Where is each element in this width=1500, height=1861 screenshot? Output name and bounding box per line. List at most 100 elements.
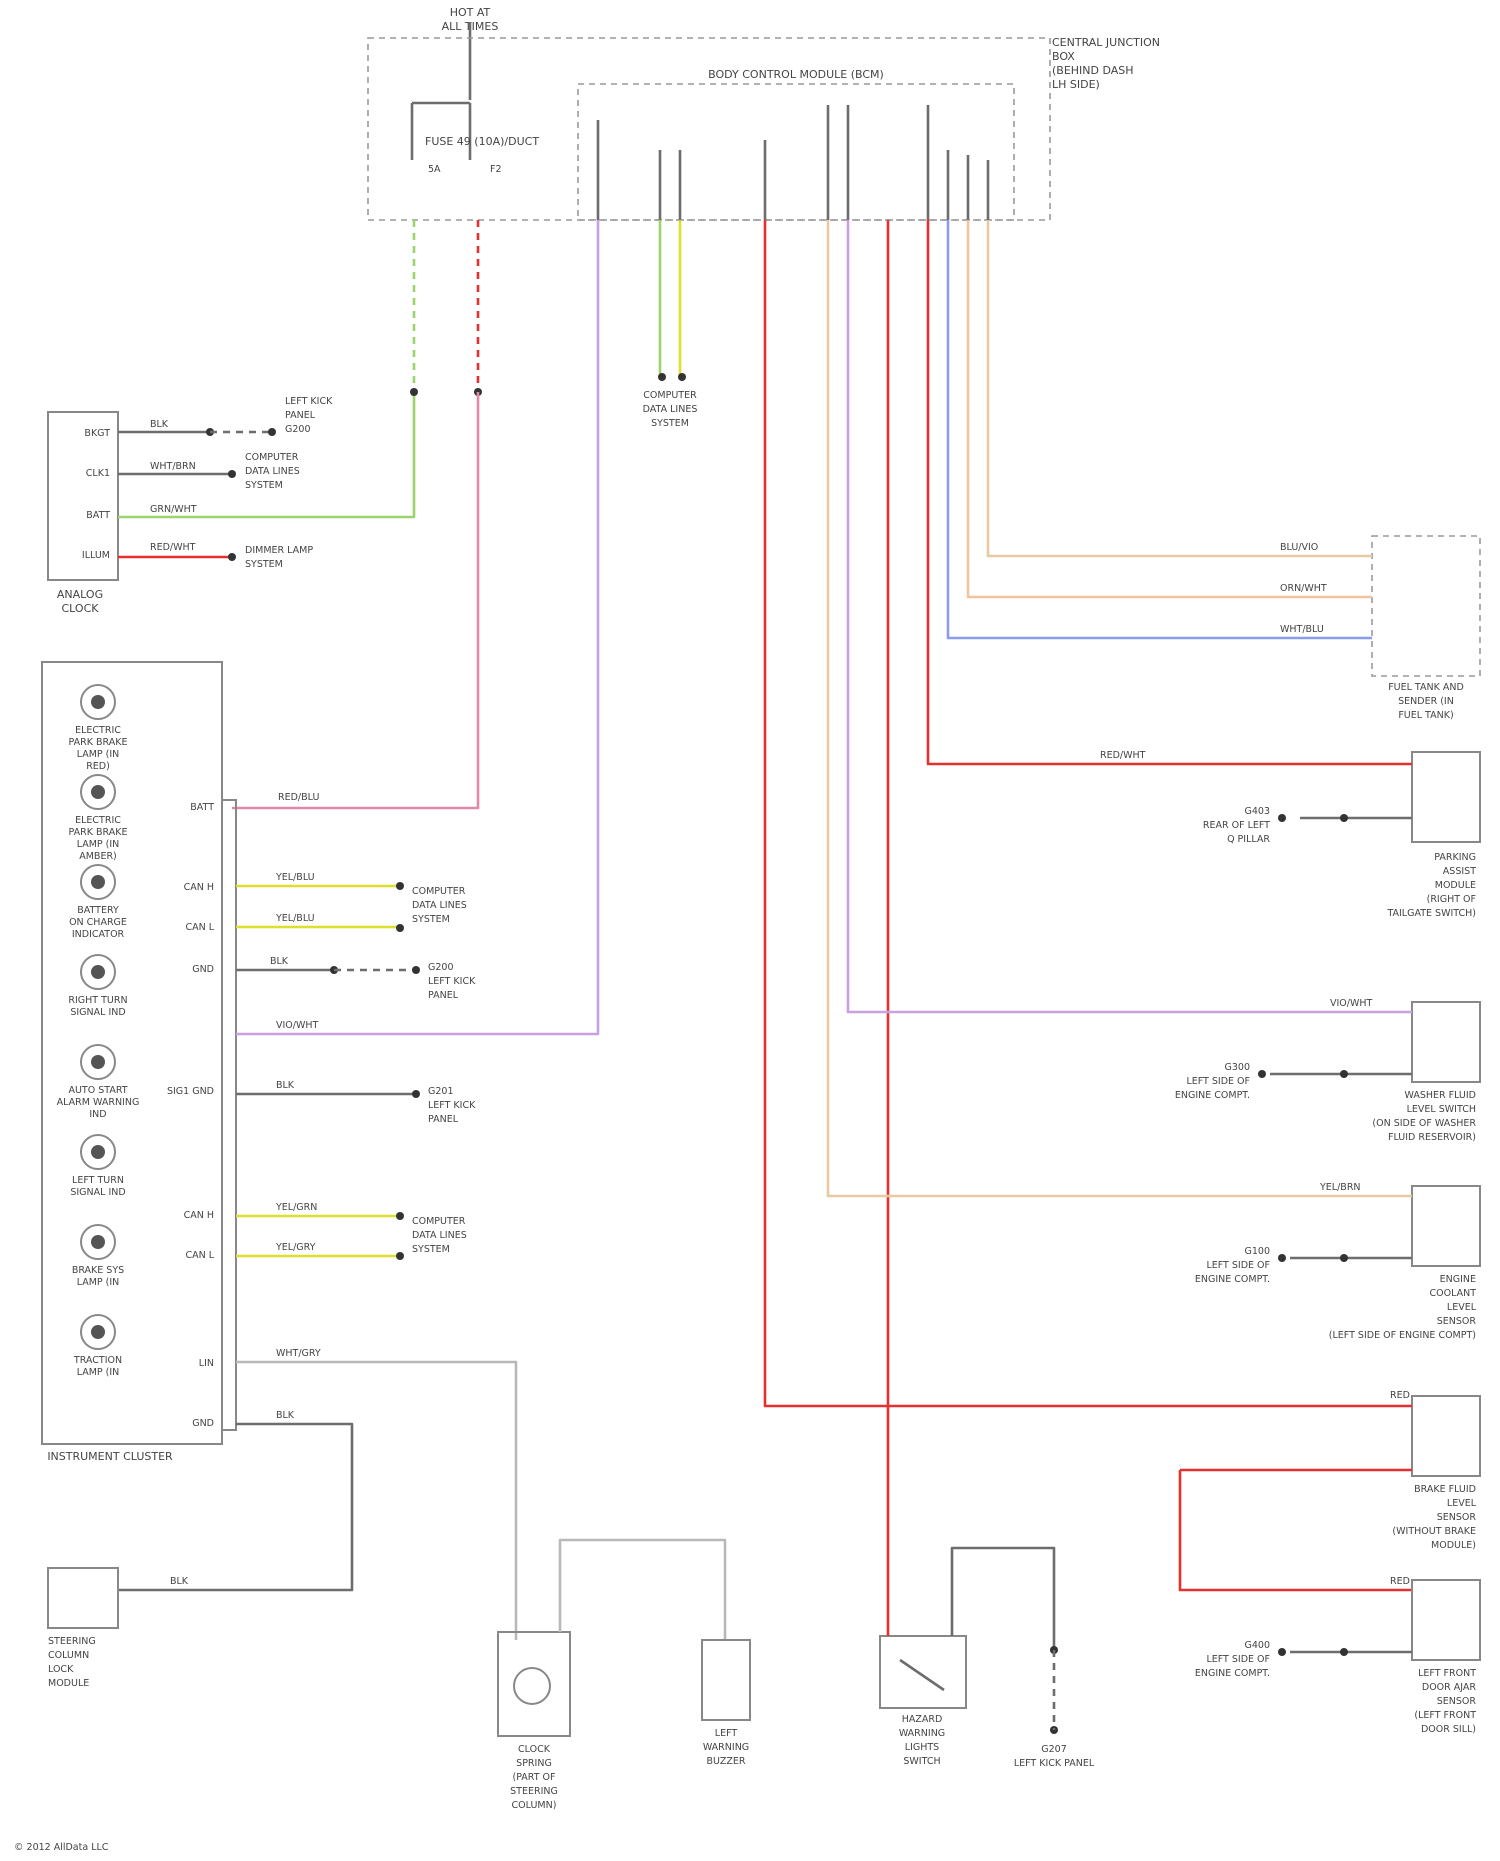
clock-pin-3: BATT [86, 510, 110, 521]
ground-g-1: G207 [1041, 1744, 1067, 1755]
clock-spring-4: STEERING [510, 1786, 558, 1797]
cl-g200-1: G200 [428, 962, 454, 973]
steer-module-4: MODULE [48, 1678, 89, 1689]
indicator-label-2-2: INDICATOR [72, 929, 125, 940]
indicator-label-1-0: ELECTRIC [75, 815, 121, 826]
cl-data2-1: COMPUTER [412, 1216, 466, 1227]
cluster-last-color: BLK [276, 1410, 295, 1421]
door-g-3: ENGINE COMPT. [1195, 1668, 1270, 1679]
indicator-label-1-2: LAMP (IN [77, 839, 120, 850]
cluster-can4-node [396, 1252, 404, 1260]
brake-sw2-box [1412, 1580, 1480, 1660]
left-warning-2: WARNING [703, 1742, 749, 1753]
bcm-pin-stubs [598, 105, 988, 220]
parking-color: RED/WHT [1100, 750, 1146, 761]
indicator-label-7-0: TRACTION [73, 1355, 122, 1366]
cluster-can4-color: YEL/GRY [275, 1242, 316, 1253]
parking-g-2: REAR OF LEFT [1203, 820, 1270, 831]
cl-g200-2: LEFT KICK [428, 976, 476, 987]
clock-pin-1: BKGT [84, 428, 110, 439]
footer-credit: © 2012 AllData LLC [14, 1842, 109, 1853]
washer-splice [1340, 1070, 1348, 1078]
parking-ground-node [1278, 814, 1286, 822]
indicator-label-5-1: SIGNAL IND [70, 1187, 125, 1198]
indicator-label-4-2: IND [89, 1109, 106, 1120]
cluster-sig-node [412, 1090, 420, 1098]
analog-clock-label-2: CLOCK [62, 602, 100, 615]
clock-illum-node [228, 553, 236, 561]
fuel-wire-1 [988, 220, 1372, 556]
brake-sw1-box [1412, 1396, 1480, 1476]
instrument-cluster-box [42, 662, 222, 1444]
washer-sw-1: WASHER FLUID [1404, 1090, 1476, 1101]
washer-g-1: G300 [1225, 1062, 1251, 1073]
indicator-lamp-center-7 [91, 1325, 105, 1339]
engine-sw-3: LEVEL [1447, 1302, 1477, 1313]
analog-clock-label: ANALOG [57, 588, 103, 601]
engine-sw-2: COOLANT [1429, 1288, 1476, 1299]
cjb-label-3: (BEHIND DASH [1052, 64, 1134, 77]
bcm-data-node-1 [658, 373, 666, 381]
engine-sw-4: SENSOR [1437, 1316, 1477, 1327]
indicator-label-6-1: LAMP (IN [77, 1277, 120, 1288]
indicator-label-3-0: RIGHT TURN [68, 995, 127, 1006]
fuel-color-2: ORN/WHT [1280, 583, 1327, 594]
engine-sw-box [1412, 1186, 1480, 1266]
clock-spring-3: (PART OF [512, 1772, 555, 1783]
cluster-can3-node [396, 1212, 404, 1220]
steer-module-1: STEERING [48, 1636, 96, 1647]
fuse-label: FUSE 49 (10A)/DUCT [425, 135, 539, 148]
cluster-lin-color: WHT/GRY [276, 1348, 321, 1359]
cluster-violet-color: VIO/WHT [276, 1020, 319, 1031]
engine-sw-5: (LEFT SIDE OF ENGINE COMPT) [1329, 1330, 1476, 1341]
parking-g-1: G403 [1245, 806, 1271, 817]
washer-ground-node [1258, 1070, 1266, 1078]
door-splice [1340, 1648, 1348, 1656]
clock-gnd-color: BLK [150, 419, 169, 430]
parking-sw-box [1412, 752, 1480, 842]
indicator-label-4-1: ALARM WARNING [57, 1097, 140, 1108]
brake-sw2-2: DOOR AJAR [1422, 1682, 1477, 1693]
fuse-internal-wire [412, 103, 470, 160]
fuel-sender-3: FUEL TANK) [1398, 710, 1453, 721]
door-g-1: G400 [1245, 1640, 1271, 1651]
indicator-lamp-center-1 [91, 785, 105, 799]
bcm-data-3: SYSTEM [651, 418, 689, 429]
cluster-batt-color: RED/BLU [278, 792, 319, 803]
hazard-3: LIGHTS [905, 1742, 939, 1753]
hazard-4: SWITCH [903, 1756, 940, 1767]
clock-illum-color: RED/WHT [150, 542, 196, 553]
fuel-color-3: WHT/BLU [1280, 624, 1324, 635]
left-warning-1: LEFT [715, 1728, 738, 1739]
fuse-pin-b: F2 [490, 164, 502, 175]
indicator-label-7-1: LAMP (IN [77, 1367, 120, 1378]
clock-dimmer-2: SYSTEM [245, 559, 283, 570]
clock-spring-5: COLUMN) [512, 1800, 557, 1811]
indicator-label-0-2: LAMP (IN [77, 749, 120, 760]
steer-gnd-color: BLK [170, 1576, 189, 1587]
hazard-switch-arm [900, 1660, 944, 1690]
brake-sw2-5: DOOR SILL) [1421, 1724, 1476, 1735]
brake-sw2-3: SENSOR [1437, 1696, 1477, 1707]
parking-splice [1340, 814, 1348, 822]
cluster-can3-color: YEL/GRN [275, 1202, 317, 1213]
clock-callout-3: G200 [285, 424, 311, 435]
washer-g-3: ENGINE COMPT. [1175, 1090, 1250, 1101]
engine-sw-1: ENGINE [1440, 1274, 1476, 1285]
engine-color: YEL/BRN [1319, 1182, 1361, 1193]
washer-wire [848, 220, 1412, 1012]
engine-splice [1340, 1254, 1348, 1262]
clock-data-1: COMPUTER [245, 452, 299, 463]
brake-sw1-5: MODULE) [1431, 1540, 1476, 1551]
parking-sw-5: TAILGATE SWITCH) [1386, 908, 1476, 919]
clock-spring-1: CLOCK [518, 1744, 551, 1755]
cluster-pin-2: CAN H [184, 882, 214, 893]
washer-sw-2: LEVEL SWITCH [1407, 1104, 1476, 1115]
cl-data1-1: COMPUTER [412, 886, 466, 897]
fuse-pin-a: 5A [428, 164, 441, 175]
clock-data-3: SYSTEM [245, 480, 283, 491]
left-warning-3: BUZZER [707, 1756, 746, 1767]
clock-callout-2: PANEL [285, 410, 316, 421]
steering-lock-box [48, 1568, 118, 1628]
